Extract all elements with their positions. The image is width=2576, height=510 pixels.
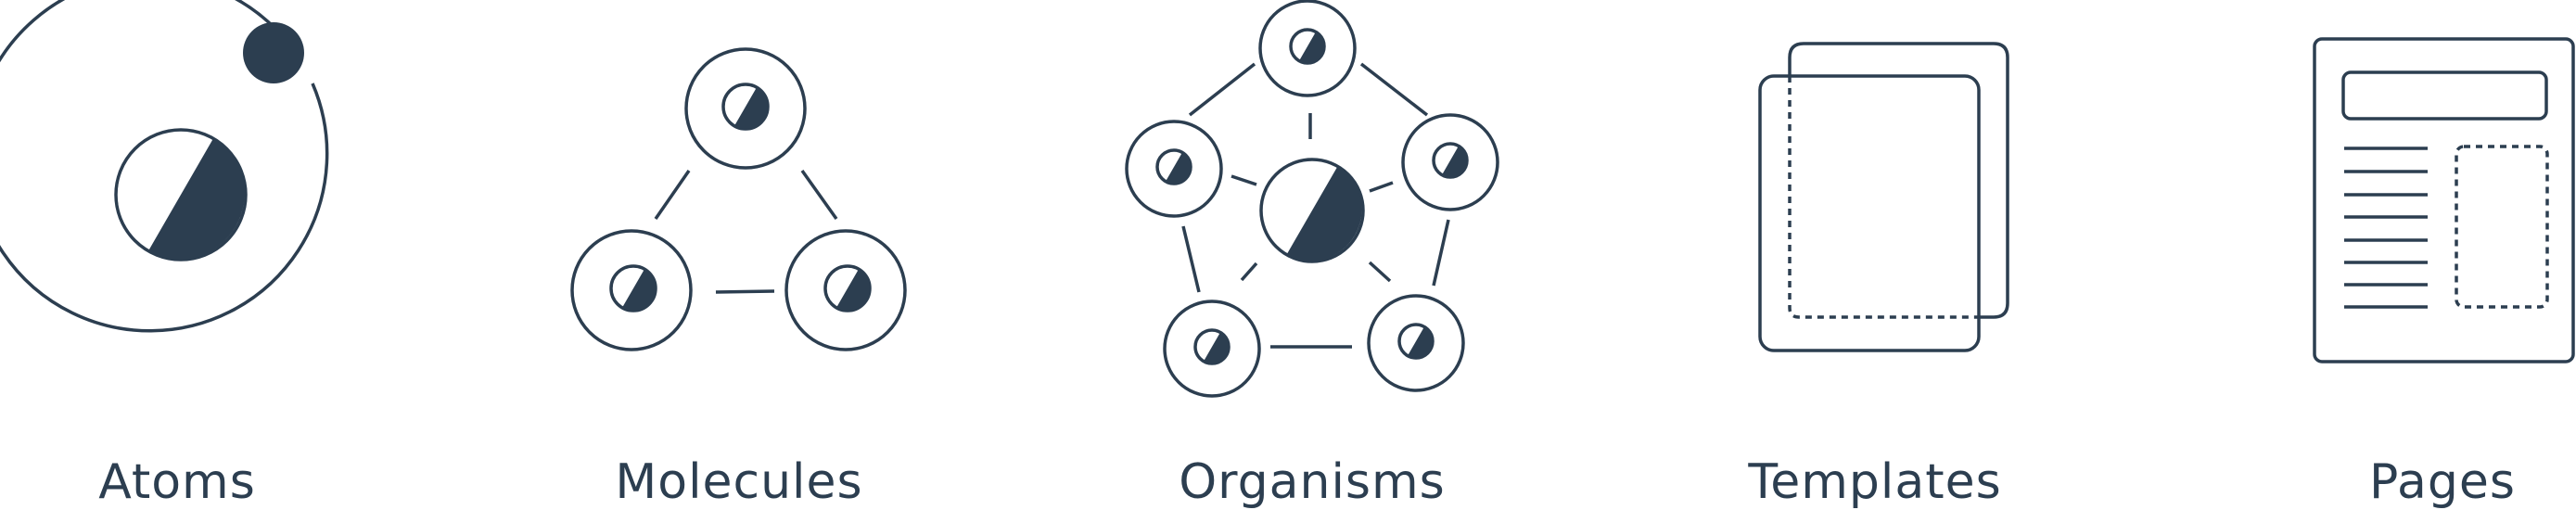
organism-bond — [1231, 174, 1257, 186]
template-front-page — [1758, 74, 1981, 352]
page-frame — [2313, 37, 2575, 363]
organisms-illustration — [1125, 0, 1499, 398]
organism-bond — [1359, 62, 1429, 117]
atom-nucleus-icon — [114, 128, 248, 261]
organism-bond — [1240, 261, 1258, 282]
organism-bond — [1368, 261, 1392, 283]
page-image-placeholder — [2455, 145, 2549, 309]
molecule-atom-left — [570, 229, 693, 351]
organism-atom-lower-right — [1367, 294, 1465, 392]
organism-atom-top — [1258, 0, 1357, 97]
atoms-illustration — [0, 0, 329, 333]
templates-illustration — [1758, 42, 2009, 352]
molecule-bond — [800, 169, 838, 221]
molecule-atom-top — [684, 47, 807, 170]
organism-bond — [1188, 62, 1256, 117]
label-templates: Templates — [1747, 454, 2001, 510]
template-back-page-hidden — [1788, 76, 1979, 319]
page-header-bar — [2341, 70, 2548, 121]
molecule-bond — [654, 170, 691, 220]
organism-bond — [1181, 225, 1201, 293]
pages-illustration — [2313, 37, 2575, 363]
label-organisms: Organisms — [1179, 454, 1446, 510]
molecule-atom-right — [784, 229, 907, 351]
page-text-lines — [2344, 147, 2428, 309]
organism-atom-upper-left — [1125, 120, 1223, 218]
template-back-page — [1788, 42, 2009, 319]
molecule-bond — [715, 289, 775, 294]
organism-bond — [1369, 181, 1394, 193]
organism-atom-upper-right — [1401, 113, 1499, 211]
atom-electron — [243, 22, 304, 83]
label-pages: Pages — [2369, 454, 2516, 510]
label-molecules: Molecules — [615, 454, 862, 510]
label-atoms: Atoms — [98, 454, 256, 510]
organism-atom-lower-left — [1163, 300, 1261, 398]
organism-atom-center — [1259, 158, 1365, 263]
atom-orbit — [0, 0, 329, 333]
organism-bond — [1432, 219, 1450, 287]
molecules-illustration — [570, 47, 907, 351]
